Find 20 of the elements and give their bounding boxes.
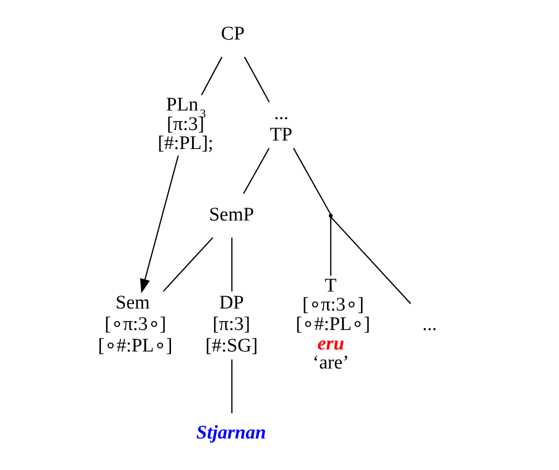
node-point	[328, 214, 333, 218]
connector	[330, 216, 412, 304]
node-text: CP	[221, 23, 245, 44]
connector	[293, 148, 332, 215]
node-text: SemP	[208, 204, 254, 226]
connector	[244, 56, 270, 102]
node-text: Stjarnan	[196, 422, 266, 444]
node-text: PLn$_{3}$ [π:3] [#:PL];	[158, 94, 214, 154]
connector	[231, 238, 232, 292]
node-text: DP [π:3] [#:SG]	[205, 292, 258, 357]
connector	[330, 217, 332, 276]
node-text: T [∘π:3∘] [∘#:PL∘] eru ‘are’	[296, 275, 370, 374]
node-text: ... TP	[270, 103, 292, 146]
connector	[243, 148, 270, 194]
node-text: Sem [∘π:3∘] [∘#:PL∘]	[98, 292, 172, 357]
connector	[162, 237, 214, 292]
node-text: ...	[422, 314, 437, 336]
connector	[201, 56, 222, 96]
connector	[231, 359, 232, 414]
arrow	[140, 156, 179, 294]
